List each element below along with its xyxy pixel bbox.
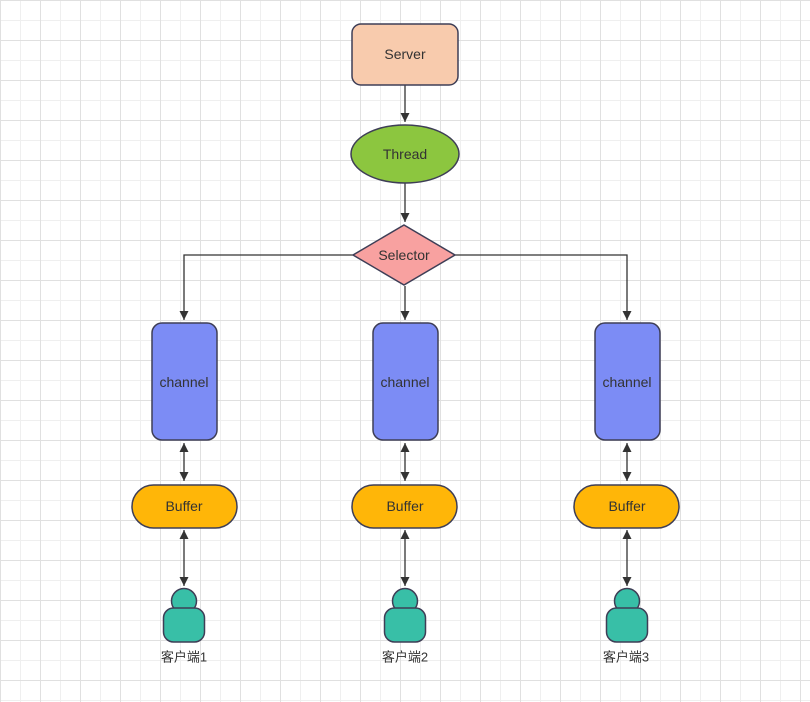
buffer-node-1[interactable] [131,484,238,529]
server-node[interactable] [351,23,459,86]
channel-node-1[interactable] [151,322,218,441]
client-person-icon-2[interactable] [383,587,427,643]
buffer-node-2[interactable] [351,484,458,529]
connector-selector-channel-1[interactable] [179,254,353,320]
connector-selector-channel-3[interactable] [455,254,632,320]
client-person-icon-1[interactable] [162,587,206,643]
channel-node-2[interactable] [372,322,439,441]
client-person-icon-3[interactable] [605,587,649,643]
channel-node-3[interactable] [594,322,661,441]
buffer-node-3[interactable] [573,484,680,529]
thread-node[interactable] [350,124,460,184]
selector-node[interactable] [351,224,457,286]
